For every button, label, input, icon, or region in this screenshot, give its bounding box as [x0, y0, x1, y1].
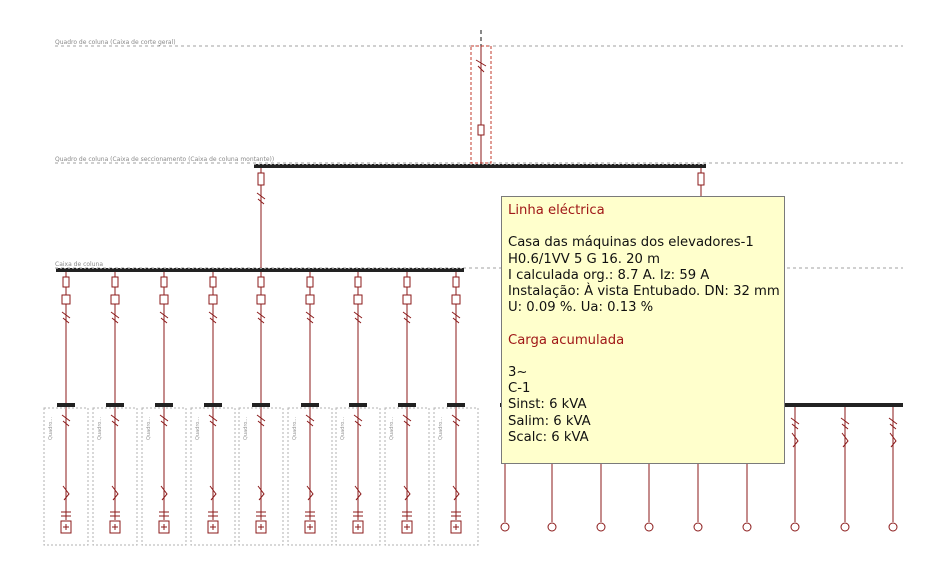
zone-label-3: Caixa de coluna: [55, 261, 103, 268]
outgoing-circuit[interactable]: [790, 407, 800, 532]
board-frame: [190, 407, 236, 546]
outgoing-circuit[interactable]: Quadro...: [433, 272, 479, 546]
tooltip-phase: 3~: [508, 364, 528, 380]
branch-left[interactable]: [256, 168, 266, 268]
outgoing-circuit[interactable]: Quadro...: [141, 272, 187, 546]
busbar-level-3: [56, 268, 464, 272]
tooltip-installation: Instalação: À vista Entubado. DN: 32 mm: [508, 284, 780, 299]
outgoing-circuit[interactable]: Quadro...: [287, 272, 333, 546]
tooltip-scalc: Scalc: 6 kVA: [508, 429, 589, 445]
terminal-node: [840, 522, 850, 532]
board-frame: [238, 407, 284, 546]
board-frame: [335, 407, 381, 546]
terminal-node: [790, 522, 800, 532]
board-frame: [384, 407, 430, 546]
main-feeder[interactable]: [470, 30, 492, 165]
board-label: Quadro...: [292, 417, 298, 440]
outgoing-circuit[interactable]: Quadro...: [43, 272, 89, 546]
outgoing-circuit[interactable]: Quadro...: [92, 272, 138, 546]
board-frame: [141, 407, 187, 546]
board-label: Quadro...: [195, 417, 201, 440]
busbar-level-2: [254, 164, 706, 168]
outgoing-circuit[interactable]: [840, 407, 850, 532]
tooltip-title: Linha eléctrica: [508, 203, 605, 218]
tooltip-circuit: C-1: [508, 381, 531, 397]
tooltip-load-title: Carga acumulada: [508, 332, 625, 348]
outgoing-circuit[interactable]: Quadro...: [384, 272, 430, 546]
tooltip-voltage-drop: U: 0.09 %. Ua: 0.13 %: [508, 300, 654, 316]
board-label: Quadro...: [389, 417, 395, 440]
board-label: Quadro...: [48, 417, 54, 440]
left-circuits: Quadro... Quadro... Quadro... Quadro... Quad…: [43, 272, 479, 546]
line-info-tooltip: Linha eléctrica Casa das máquinas dos el…: [501, 196, 785, 464]
terminal-node: [500, 522, 510, 532]
tooltip-line-name: Casa das máquinas dos elevadores-1: [508, 235, 754, 251]
terminal-node: [547, 522, 557, 532]
outgoing-circuit[interactable]: Quadro...: [238, 272, 284, 546]
outgoing-circuit[interactable]: Quadro...: [335, 272, 381, 546]
board-frame: [287, 407, 333, 546]
zone-label-2: Quadro de coluna (Caixa de seccionamento…: [55, 156, 274, 163]
outgoing-circuit[interactable]: Quadro...: [190, 272, 236, 546]
tooltip-current: I calculada org.: 8.7 A. Iz: 59 A: [508, 267, 710, 283]
terminal-node: [693, 522, 703, 532]
tooltip-salim: Salim: 6 kVA: [508, 413, 591, 429]
terminal-node: [596, 522, 606, 532]
board-label: Quadro...: [438, 417, 444, 440]
branch-right[interactable]: [697, 168, 705, 200]
tooltip-cable: H0.6/1VV 5 G 16. 20 m: [508, 251, 660, 267]
board-frame: [92, 407, 138, 546]
board-frame: [433, 407, 479, 546]
zone-label-1: Quadro de coluna (Caixa de corte geral): [55, 39, 176, 46]
outgoing-circuit[interactable]: [888, 407, 898, 532]
terminal-node: [644, 522, 654, 532]
board-frame: [43, 407, 89, 546]
terminal-node: [742, 522, 752, 532]
board-label: Quadro...: [97, 417, 103, 440]
board-label: Quadro...: [340, 417, 346, 440]
board-label: Quadro...: [146, 417, 152, 440]
terminal-node: [888, 522, 898, 532]
tooltip-sinst: Sinst: 6 kVA: [508, 397, 587, 413]
board-label: Quadro...: [243, 417, 249, 440]
